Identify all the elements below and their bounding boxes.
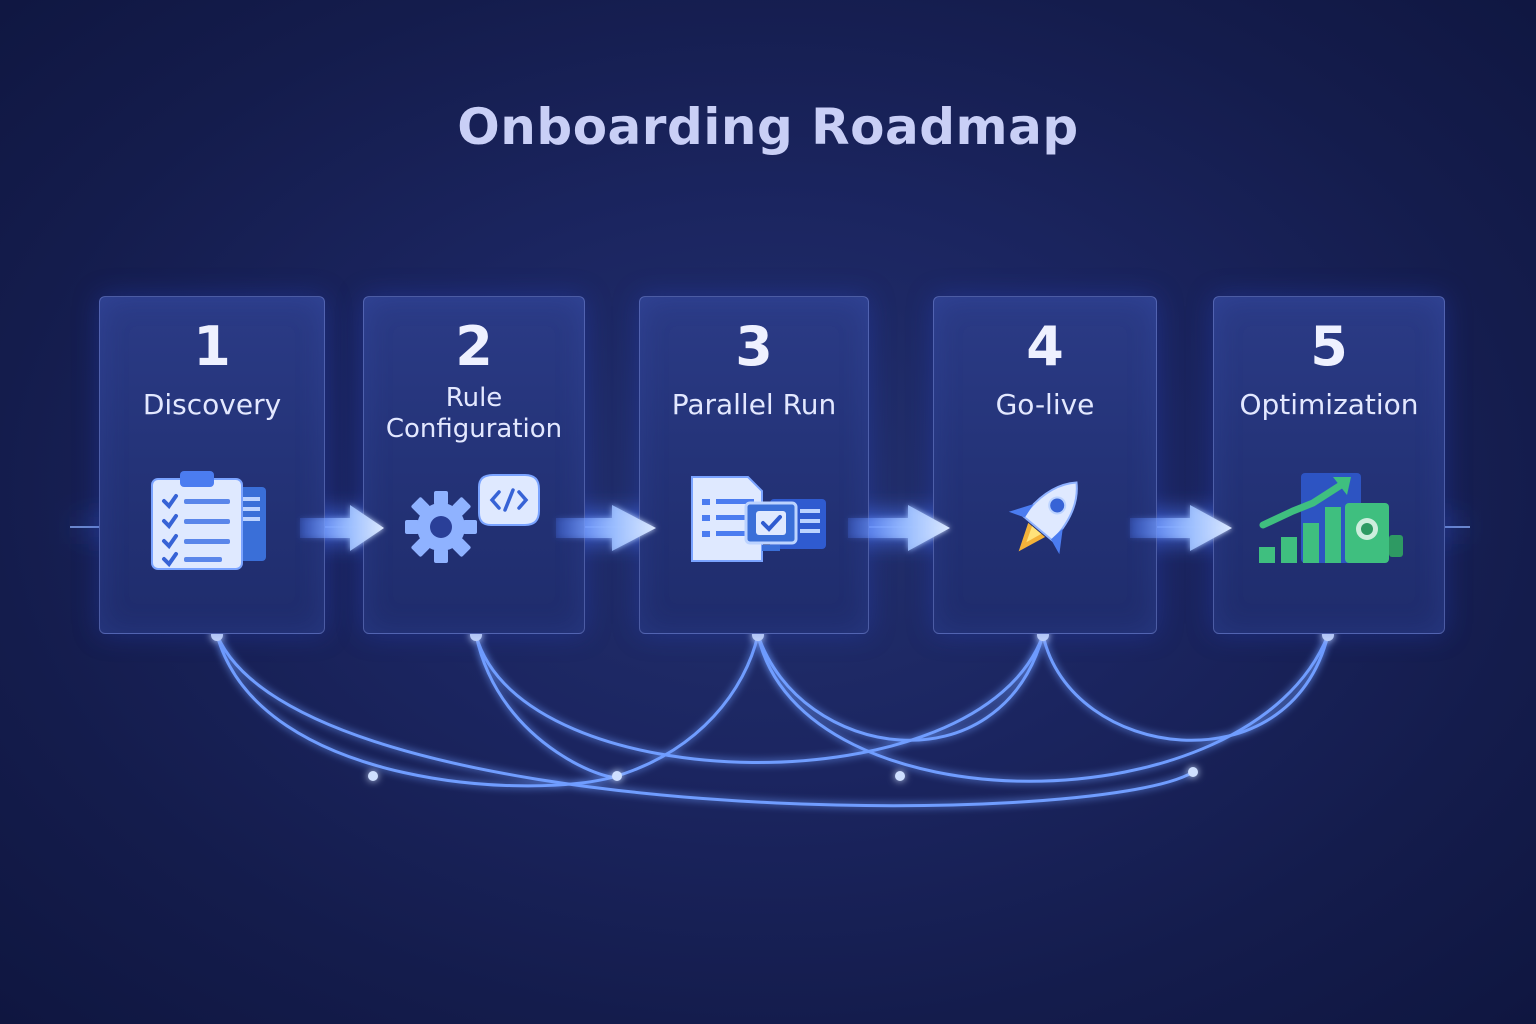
arc-3-5: [756, 634, 1330, 783]
stage-number: 2: [455, 315, 493, 378]
stage-card-5: 5 Optimization: [1213, 296, 1445, 634]
stage-name: Parallel Run: [671, 388, 837, 421]
stage-card-2: 2 Rule Configuration: [363, 296, 585, 634]
clipboard-checklist-icon: [100, 465, 324, 575]
node: [612, 771, 622, 781]
document-monitor-check-icon: [640, 465, 868, 575]
stage-card-1: 1 Discovery: [99, 296, 325, 634]
rocket-icon: [934, 465, 1156, 575]
stage-number: 1: [193, 315, 231, 378]
link-arcs: [215, 634, 1330, 808]
stage-name: Rule Configuration: [385, 383, 563, 444]
stage-card-3: 3 Parallel Run: [639, 296, 869, 634]
node: [895, 771, 905, 781]
node: [368, 771, 378, 781]
stage-card-4: 4 Go-live: [933, 296, 1157, 634]
arc-3-4: [756, 634, 1045, 742]
stage-number: 4: [1026, 315, 1064, 378]
stage-name: Go-live: [995, 388, 1095, 421]
node: [1188, 767, 1198, 777]
stage-number: 5: [1310, 315, 1348, 378]
stage-name: Optimization: [1239, 388, 1419, 421]
growth-chart-icon: [1214, 465, 1444, 575]
stage-number: 3: [735, 315, 773, 378]
arc-4-5: [1041, 634, 1330, 742]
page-title: Onboarding Roadmap: [457, 98, 1079, 156]
arc-1-3: [215, 634, 618, 788]
gear-code-icon: [364, 465, 584, 575]
arc-2-4: [474, 634, 1045, 764]
arc-1-5: [215, 634, 1194, 808]
arc-2-3: [474, 634, 760, 779]
stage-name: Discovery: [142, 388, 282, 421]
link-nodes: [211, 629, 1334, 781]
